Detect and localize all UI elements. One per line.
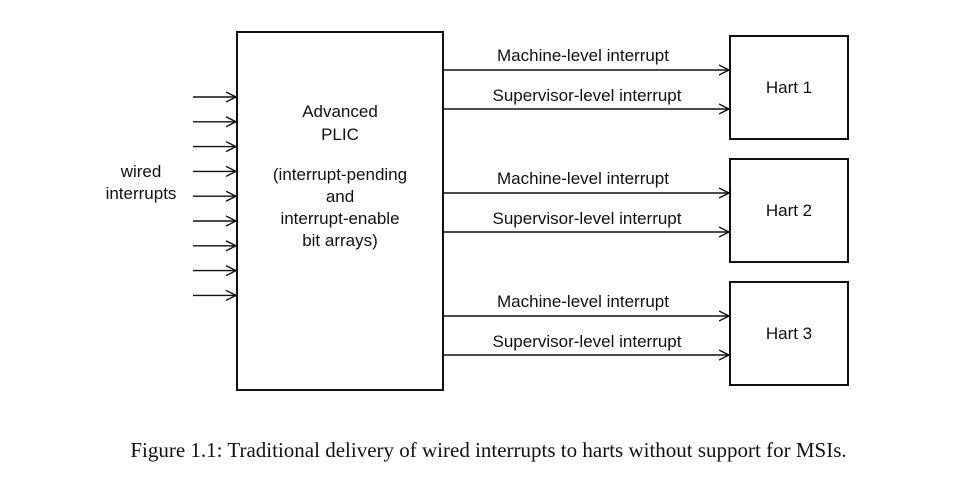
plic-line-3: (interrupt-pending xyxy=(273,165,407,184)
plic-block: Advanced PLIC (interrupt-pending and int… xyxy=(236,31,444,391)
plic-line-4: and xyxy=(326,187,354,206)
plic-line-5: interrupt-enable xyxy=(280,209,399,228)
hart-1-machine-label: Machine-level interrupt xyxy=(497,46,669,65)
hart-1-box xyxy=(729,35,849,140)
hart-1-group: Hart 1 Machine-level interrupt Superviso… xyxy=(443,35,849,140)
hart-1-label: Hart 1 xyxy=(766,78,812,97)
wired-input-arrows xyxy=(193,97,236,295)
plic-line-2: PLIC xyxy=(321,125,359,144)
plic-line-6: bit arrays) xyxy=(302,231,378,250)
hart-3-supervisor-label: Supervisor-level interrupt xyxy=(493,332,682,351)
hart-2-label: Hart 2 xyxy=(766,201,812,220)
hart-2-supervisor-label: Supervisor-level interrupt xyxy=(493,209,682,228)
figure-caption: Figure 1.1: Traditional delivery of wire… xyxy=(130,438,847,462)
plic-line-1: Advanced xyxy=(302,102,378,121)
hart-3-machine-label: Machine-level interrupt xyxy=(497,292,669,311)
hart-3-box xyxy=(729,281,849,386)
plic-box xyxy=(236,31,444,391)
hart-1-supervisor-label: Supervisor-level interrupt xyxy=(493,86,682,105)
wired-label-line-2: interrupts xyxy=(106,184,177,203)
hart-2-machine-label: Machine-level interrupt xyxy=(497,169,669,188)
wired-interrupts-group: wired interrupts xyxy=(106,97,236,295)
wired-label-line-1: wired xyxy=(120,162,162,181)
hart-2-box xyxy=(729,158,849,263)
hart-3-group: Hart 3 Machine-level interrupt Superviso… xyxy=(443,281,849,386)
hart-3-label: Hart 3 xyxy=(766,324,812,343)
hart-2-group: Hart 2 Machine-level interrupt Superviso… xyxy=(443,158,849,263)
